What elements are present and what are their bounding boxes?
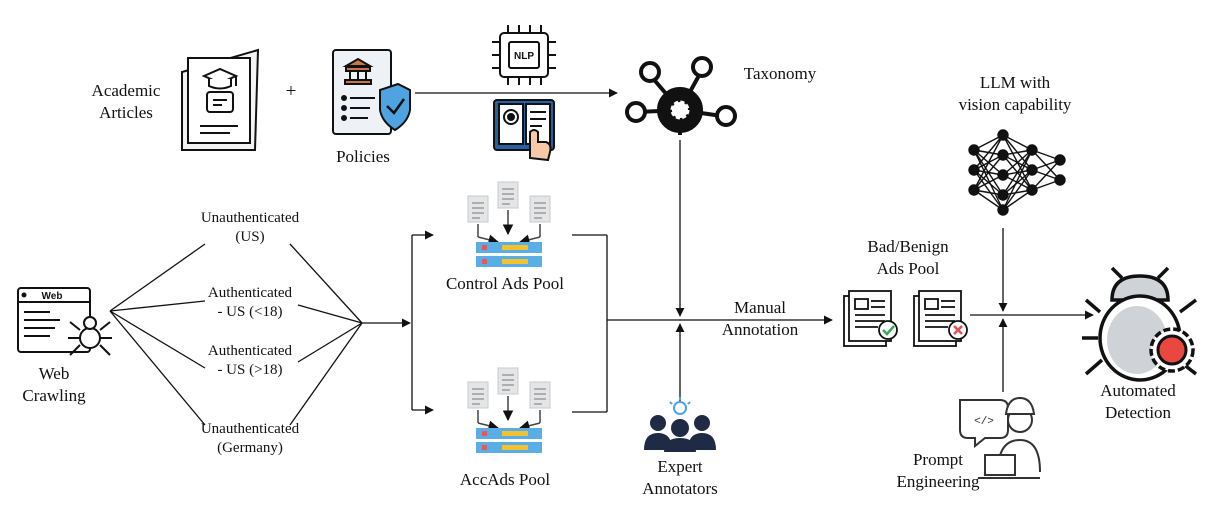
nn-node [1054, 174, 1066, 186]
nn-node [997, 149, 1009, 161]
policies-label: Policies [336, 147, 390, 166]
nn-edge [1002, 169, 1033, 196]
nn-edge [1031, 159, 1061, 191]
unauthenticated-us-label: Unauthenticated (US) [200, 210, 300, 245]
nn-edge [1002, 169, 1033, 211]
nn-edge [1002, 149, 1033, 211]
manual-annotation-label: Manual Annotation [721, 298, 799, 339]
unauthenticated-germany-label: Unauthenticated (Germany) [200, 421, 300, 456]
nn-edge [973, 154, 1004, 191]
nn-node [997, 189, 1009, 201]
nn-edge [973, 149, 1004, 211]
bad-benign-ads-pool-label: Bad/Benign Ads Pool [867, 237, 949, 278]
nn-edge [973, 189, 1004, 211]
llm-label: LLM with vision capability [958, 73, 1072, 114]
nn-edge [1002, 149, 1033, 196]
nn-edge [1002, 189, 1033, 211]
prompt-engineer-icon: </> [959, 396, 1041, 479]
nn-node [997, 169, 1009, 181]
taxonomy-label: Taxonomy [743, 64, 817, 83]
accads-pool-label: AccAds Pool [459, 470, 551, 489]
academic-articles-label: Academic Articles [91, 81, 161, 122]
authenticated-under18-label: Authenticated - US (<18) [207, 285, 293, 320]
taxonomy-network-icon [625, 56, 737, 135]
document-certificate-icon [181, 48, 260, 151]
nn-edge [973, 169, 1004, 211]
control-ads-pool-label: Control Ads Pool [445, 274, 565, 293]
nn-node [968, 164, 980, 176]
nn-edge [1002, 149, 1033, 176]
svg-text:</>: </> [974, 416, 994, 428]
expert-annotators-label: Expert Annotators [642, 457, 718, 498]
nn-node [997, 204, 1009, 216]
nn-edge [973, 134, 1004, 191]
neural-network-icon [968, 129, 1066, 216]
nn-node [1026, 164, 1038, 176]
automated-detection-label: Automated Detection [1100, 381, 1176, 422]
ad-approved-icon [843, 290, 898, 347]
nn-node [997, 129, 1009, 141]
control-ads-pool-icon [467, 181, 551, 267]
nlp-chip-label: NLP [514, 51, 534, 62]
authenticated-over18-label: Authenticated - US (>18) [207, 343, 293, 378]
connectors [109, 88, 1094, 426]
policy-shield-icon [332, 49, 411, 135]
plus-sign: + [285, 81, 297, 102]
accads-pool-icon [467, 367, 551, 453]
web-icon-label: Web [42, 291, 63, 302]
bug-gear-icon [1082, 266, 1198, 382]
nlp-chip-icon [492, 25, 556, 85]
nn-node [1026, 184, 1038, 196]
nn-node [968, 144, 980, 156]
web-spider-icon [17, 287, 112, 356]
ad-rejected-icon [913, 290, 968, 347]
nn-edge [973, 134, 1004, 171]
book-gear-icon [493, 99, 555, 162]
web-crawling-label: Web Crawling [22, 364, 86, 405]
expert-annotators-icon [644, 397, 716, 452]
nn-node [1054, 154, 1066, 166]
prompt-engineering-label: Prompt Engineering [896, 450, 980, 491]
nn-node [1026, 144, 1038, 156]
nn-node [968, 184, 980, 196]
